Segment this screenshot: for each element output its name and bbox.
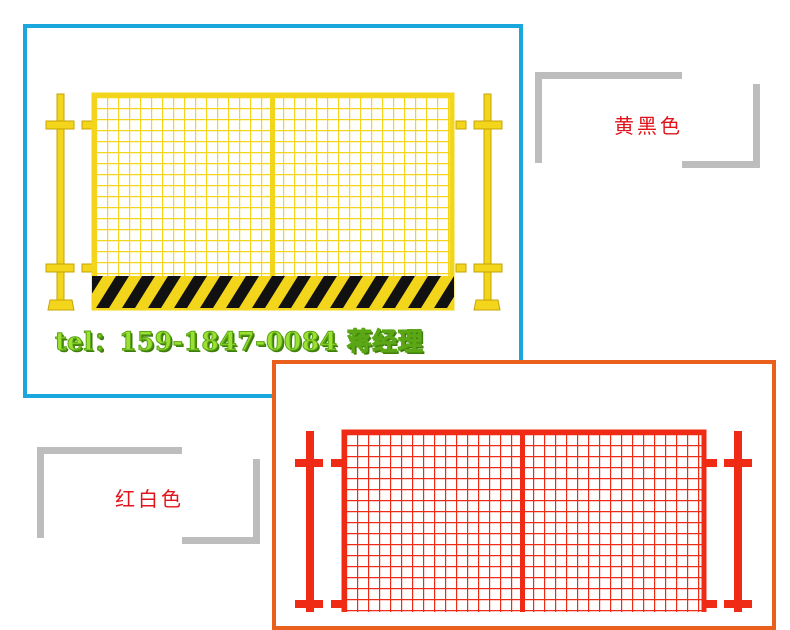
bracket-left bbox=[37, 447, 44, 538]
hazard-stripe bbox=[226, 276, 259, 308]
hazard-stripe bbox=[382, 276, 415, 308]
bracket-top bbox=[37, 447, 182, 454]
red-fence-illustration bbox=[295, 429, 752, 612]
yellow-fence-illustration bbox=[45, 92, 503, 311]
hazard-stripe bbox=[356, 276, 389, 308]
bracket-right bbox=[753, 84, 760, 168]
bracket-left bbox=[535, 72, 542, 163]
hazard-stripe bbox=[122, 276, 155, 308]
hazard-stripe bbox=[96, 276, 129, 308]
hazard-stripe bbox=[304, 276, 337, 308]
hazard-stripe bbox=[408, 276, 441, 308]
bracket-bottom bbox=[182, 537, 260, 544]
caption-label: 黄黑色 bbox=[614, 114, 683, 138]
contact-phone-text: tel：159-1847-0084 蒋经理 bbox=[54, 327, 424, 357]
hazard-stripe bbox=[200, 276, 233, 308]
hazard-stripe bbox=[148, 276, 181, 308]
hazard-stripe bbox=[92, 276, 103, 294]
hazard-stripe bbox=[330, 276, 363, 308]
bracket-bottom bbox=[682, 161, 760, 168]
hazard-stripe bbox=[174, 276, 207, 308]
bracket-right bbox=[253, 459, 260, 544]
hazard-stripe bbox=[434, 276, 454, 308]
bracket-top bbox=[535, 72, 682, 79]
caption-label: 红白色 bbox=[115, 487, 184, 511]
hazard-stripe bbox=[278, 276, 311, 308]
hazard-stripe bbox=[252, 276, 285, 308]
